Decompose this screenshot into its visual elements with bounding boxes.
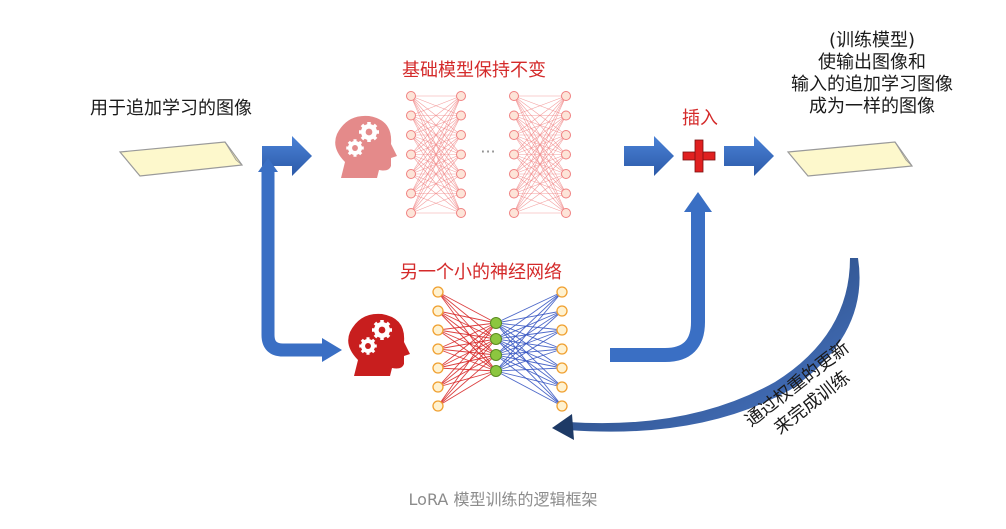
- output-description: (训练模型) 使输出图像和 输入的追加学习图像 成为一样的图像: [752, 30, 992, 118]
- small-network-label: 另一个小的神经网络: [400, 262, 562, 283]
- small-network-icon: [432, 286, 568, 412]
- head-silhouette: [348, 313, 410, 376]
- insert-label: 插入: [682, 108, 718, 129]
- brain-gear-icon: [348, 313, 410, 376]
- input-image-label: 用于追加学习的图像: [90, 98, 252, 119]
- arrow-model-to-plus-icon: [624, 136, 674, 176]
- head-silhouette: [335, 115, 397, 178]
- output-description-line: 使输出图像和: [818, 52, 926, 73]
- arrow-input-to-model-icon: [262, 136, 312, 176]
- ellipsis-text: ···: [480, 142, 495, 161]
- output-description-line: 成为一样的图像: [809, 96, 935, 117]
- figure-caption: LoRA 模型训练的逻辑框架: [408, 490, 598, 509]
- output-paper-icon: [786, 141, 914, 177]
- plus-icon: [682, 139, 716, 173]
- brain-gear-icon: [335, 115, 397, 178]
- arrow-small-net-to-plus-icon: [610, 192, 712, 362]
- input-paper-icon: [118, 141, 244, 177]
- output-description-line: (训练模型): [828, 30, 916, 51]
- base-model-label: 基础模型保持不变: [402, 60, 546, 81]
- feedback-arrow-icon: [552, 258, 860, 440]
- base-network-right-icon: [509, 91, 571, 218]
- arrow-input-to-small-net-icon: [258, 158, 342, 362]
- output-description-line: 输入的追加学习图像: [791, 74, 953, 95]
- arrow-plus-to-output-icon: [724, 136, 774, 176]
- base-network-left-icon: [406, 91, 466, 218]
